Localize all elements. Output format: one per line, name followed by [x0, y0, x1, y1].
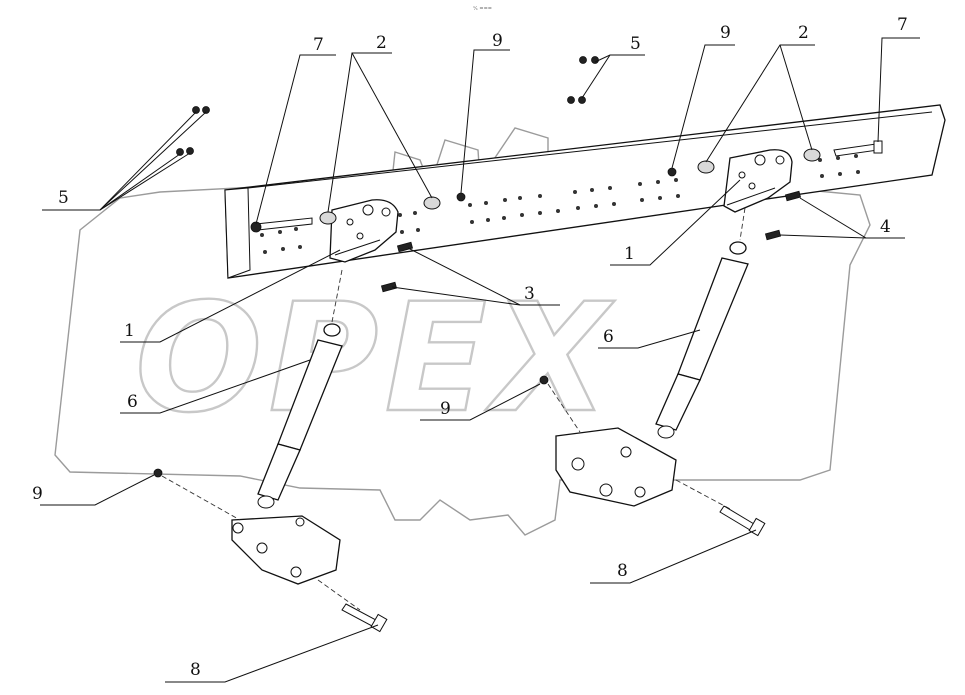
mounting-bolts	[380, 190, 802, 293]
header-caption: ¹⁄₁ ===	[473, 6, 492, 12]
left-shock-absorber	[257, 269, 343, 509]
callout-6-left: 6	[127, 392, 138, 412]
callout-9-right-top: 9	[720, 23, 731, 43]
left-lower-mount	[161, 475, 361, 611]
callout-1-right: 1	[624, 244, 635, 264]
callout-9-top: 9	[492, 31, 503, 51]
frame-rail	[224, 104, 946, 279]
right-shock-bracket	[723, 149, 793, 213]
right-shock-absorber	[655, 207, 749, 439]
callout-9-left: 9	[32, 484, 43, 504]
callout-1-left: 1	[124, 321, 135, 341]
leader-lines	[40, 37, 920, 683]
callout-7-right: 7	[897, 15, 908, 35]
callout-3: 3	[524, 284, 535, 304]
callout-8-left: 8	[190, 660, 201, 680]
callout-6-right: 6	[603, 327, 614, 347]
right-lower-bolt	[719, 505, 766, 537]
nuts	[153, 167, 677, 478]
callout-2-right: 2	[798, 23, 809, 43]
left-lower-bolt	[341, 603, 388, 633]
callout-2-left: 2	[376, 33, 387, 53]
callout-9-mid: 9	[440, 399, 451, 419]
callout-7-left: 7	[313, 35, 324, 55]
right-lower-mount	[547, 383, 733, 511]
callout-4: 4	[880, 217, 891, 237]
rail-holes	[260, 154, 860, 254]
loose-hardware-5	[176, 56, 599, 156]
upper-bolts	[250, 140, 883, 233]
callout-labels: 7 2 9 5 9 2 7 5 4 1 3 1 6 6 9 9 8 8	[32, 15, 908, 680]
watermark-text: OPEX	[135, 272, 615, 446]
left-shock-bracket	[329, 199, 399, 263]
callout-5-left: 5	[58, 188, 69, 208]
callout-5-top: 5	[630, 34, 641, 54]
callout-8-right: 8	[617, 561, 628, 581]
